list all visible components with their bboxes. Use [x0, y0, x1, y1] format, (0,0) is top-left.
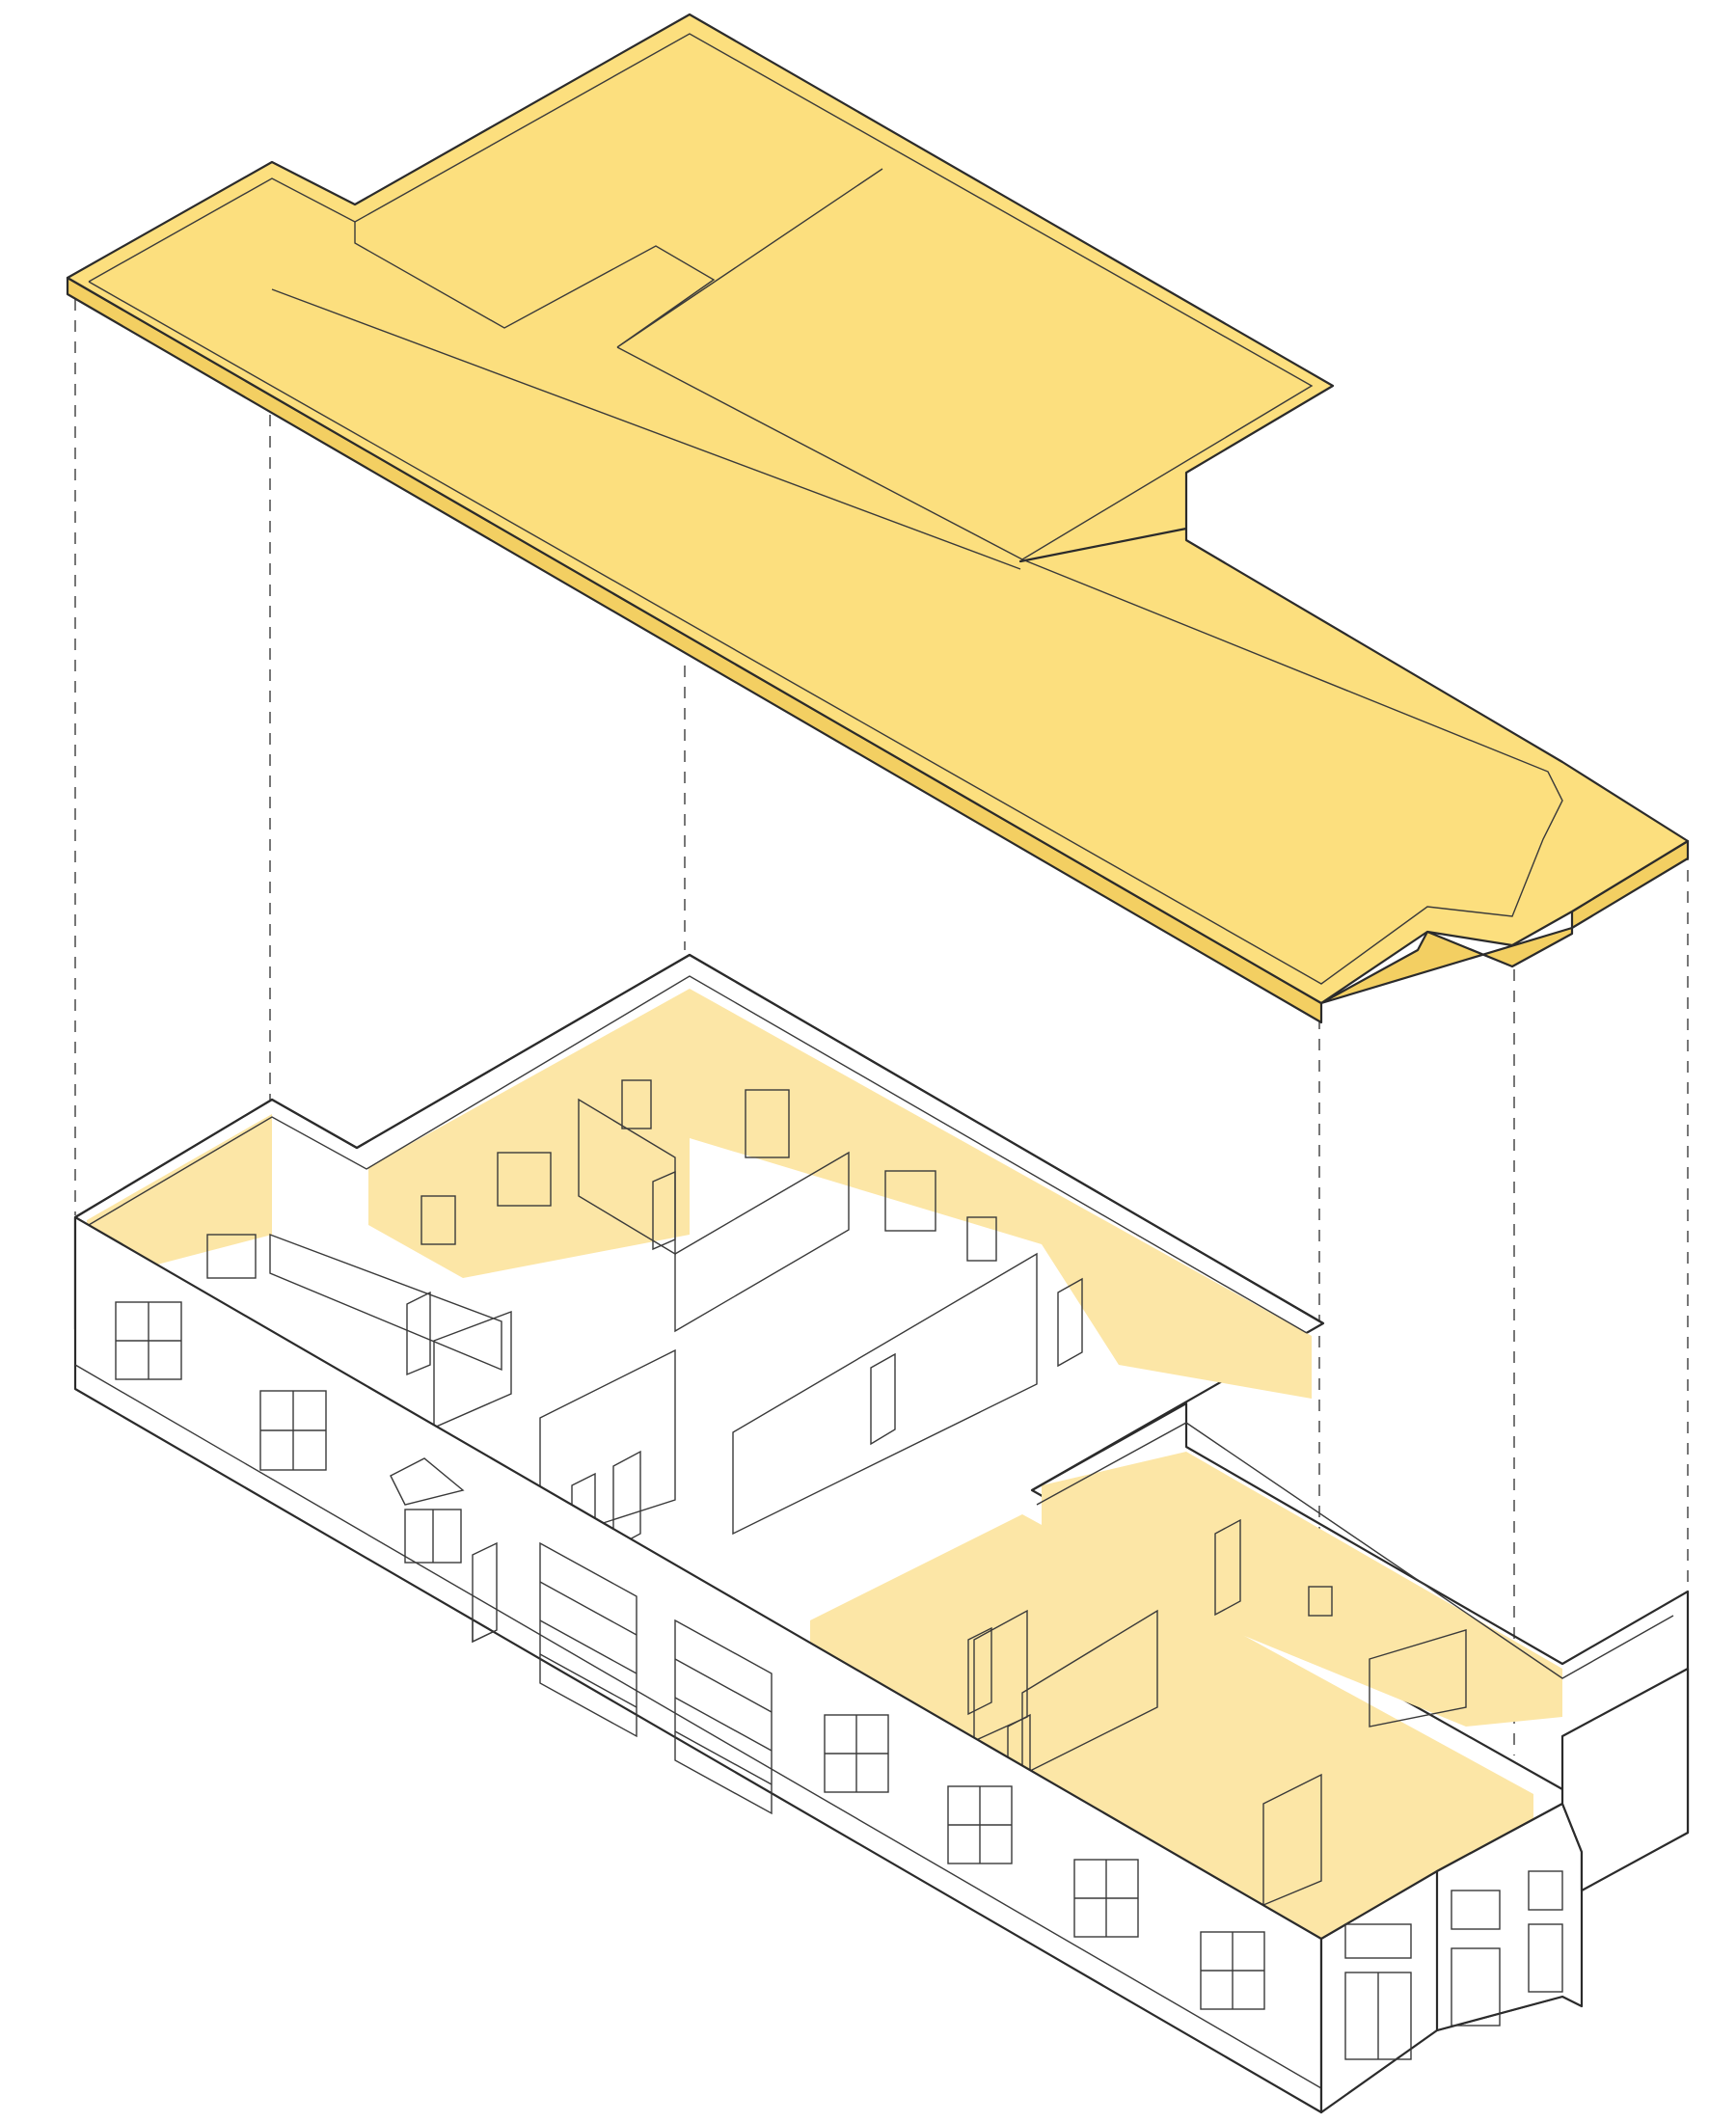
window-with-awning — [390, 1457, 465, 1564]
roof-seam — [271, 288, 1021, 570]
transom-window — [1344, 1923, 1412, 1959]
partition-wall — [269, 1233, 502, 1372]
window — [966, 1216, 997, 1262]
window — [420, 1195, 456, 1245]
partition-wall — [1369, 1629, 1467, 1728]
window — [884, 1170, 936, 1232]
door — [406, 1291, 431, 1376]
roof-top — [66, 13, 1690, 1005]
window — [745, 1089, 790, 1158]
door — [967, 1626, 992, 1716]
window — [1073, 1859, 1139, 1938]
wall-top-rim — [74, 953, 1324, 1324]
east-wing-rim-inner — [1036, 1422, 1674, 1679]
door — [870, 1352, 896, 1446]
window — [259, 1390, 327, 1471]
interior-back-wall-center — [368, 989, 690, 1278]
roof-right-edge — [1319, 839, 1690, 1005]
window — [115, 1301, 182, 1380]
window — [824, 1714, 889, 1793]
door — [1214, 1518, 1241, 1617]
east-facade-windows — [1344, 1870, 1563, 2060]
door — [612, 1450, 641, 1550]
interior-windows — [206, 1079, 1333, 1617]
window — [1451, 1947, 1501, 2027]
roof-seam — [616, 346, 1023, 560]
door — [652, 1170, 676, 1251]
garage-door — [674, 1619, 773, 1815]
window — [1200, 1931, 1265, 2010]
roof-slab — [66, 13, 1690, 1024]
window — [947, 1785, 1013, 1864]
window — [1528, 1923, 1563, 1993]
interior-back-wall-left — [87, 1114, 272, 1283]
exterior-windows — [115, 1301, 1265, 2010]
exterior-side-wall-right — [1560, 1667, 1690, 1892]
wall-base-line — [74, 1364, 1322, 2089]
wall-top-rim-inner — [88, 975, 1308, 1334]
window — [497, 1152, 552, 1207]
partition-wall — [674, 1151, 850, 1333]
window — [1308, 1586, 1333, 1617]
partition-wall — [433, 1310, 512, 1429]
front-door — [472, 1541, 498, 1644]
partition-wall — [732, 1252, 1038, 1536]
partition-wall — [1262, 1773, 1322, 1907]
transom-window — [1528, 1870, 1563, 1911]
garage-door — [539, 1541, 637, 1738]
window — [206, 1234, 257, 1279]
transom-window — [1451, 1890, 1501, 1930]
ground-floor — [73, 953, 1690, 2114]
east-wing-rim — [1031, 1401, 1690, 1717]
door — [1057, 1277, 1083, 1368]
interior-back-wall-right — [690, 989, 1312, 1399]
partition-wall — [1021, 1609, 1158, 1777]
interior-east-wall — [1042, 1452, 1562, 1727]
window — [621, 1079, 652, 1129]
